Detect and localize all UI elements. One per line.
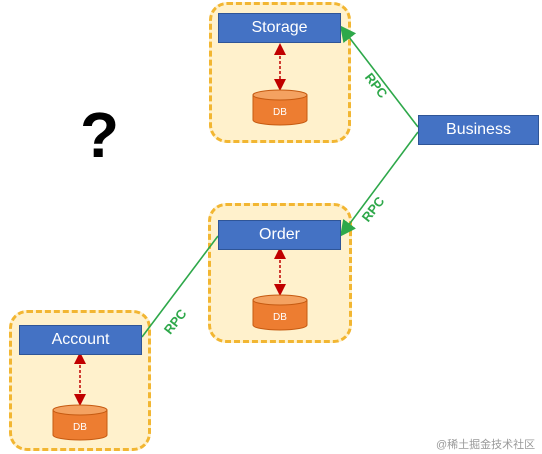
storage-database-icon: DB [252,89,308,126]
rpc-line-business-order [340,131,419,237]
order-database-icon: DB [252,294,308,331]
watermark: @稀土掘金技术社区 [436,439,536,451]
rpc-label-order-account: RPC [161,306,190,337]
order-service-box: Order [218,220,341,250]
rpc-line-order-account [141,235,219,338]
account-database-icon: DB [52,404,108,441]
order-database-label: DB [273,312,287,323]
question-mark: ? [80,99,120,171]
storage-service-box: Storage [218,13,341,43]
rpc-label-business-order: RPC [359,193,388,224]
rpc-line-business-storage [340,25,419,128]
storage-database-label: DB [273,107,287,118]
account-database-label: DB [73,422,87,433]
account-service-box: Account [19,325,142,355]
rpc-label-business-storage: RPC [362,70,391,101]
business-service-box: Business [418,115,539,145]
